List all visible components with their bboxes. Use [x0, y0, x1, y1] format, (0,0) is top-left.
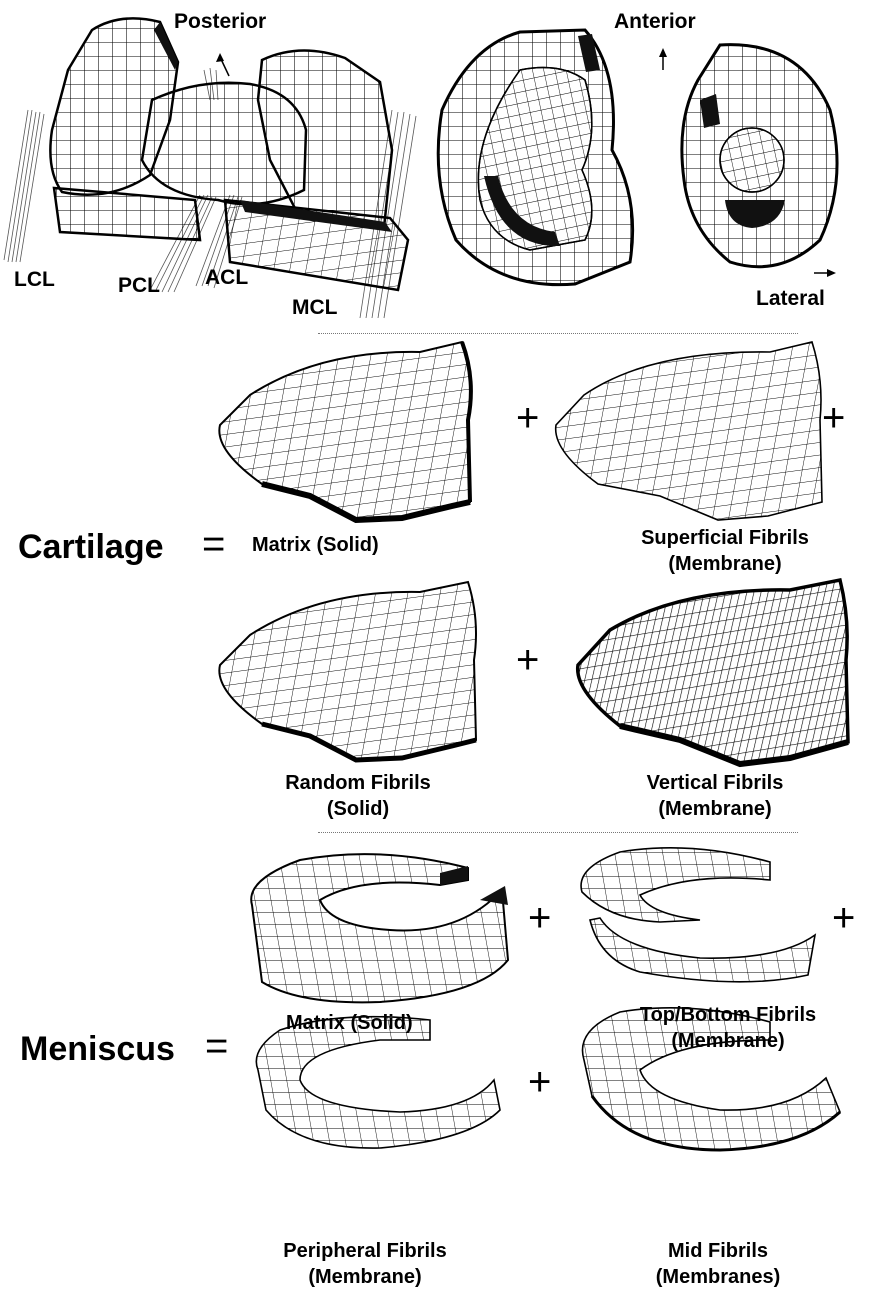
top-bottom-fibrils-line1: Top/Bottom Fibrils: [598, 1002, 858, 1028]
mid-fibrils-line1: Mid Fibrils: [598, 1238, 838, 1264]
superficial-fibrils-line2: (Membrane): [605, 551, 845, 577]
plus-sign: +: [516, 398, 539, 438]
mid-fibrils-line2: (Membranes): [598, 1264, 838, 1290]
mid-fibrils-label: Mid Fibrils (Membranes): [598, 1238, 838, 1290]
vertical-fibrils-line2: (Membrane): [595, 796, 835, 822]
plus-sign: +: [832, 898, 855, 938]
separator-top: [318, 333, 798, 334]
top-bottom-fibrils-label: Top/Bottom Fibrils (Membrane): [598, 1002, 858, 1054]
peripheral-fibrils-line1: Peripheral Fibrils: [240, 1238, 490, 1264]
random-fibrils-label: Random Fibrils (Solid): [238, 770, 478, 822]
mcl-label: MCL: [292, 296, 338, 320]
superficial-fibrils-line1: Superficial Fibrils: [605, 525, 845, 551]
posterior-label: Posterior: [174, 10, 266, 34]
cartilage-title: Cartilage: [18, 528, 164, 566]
meniscus-matrix-label: Matrix (Solid): [286, 1010, 413, 1036]
plus-sign: +: [516, 640, 539, 680]
cartilage-matrix-label: Matrix (Solid): [252, 532, 379, 558]
acl-label: ACL: [205, 266, 248, 290]
peripheral-fibrils-label: Peripheral Fibrils (Membrane): [240, 1238, 490, 1290]
random-fibrils-line2: (Solid): [238, 796, 478, 822]
vertical-fibrils-label: Vertical Fibrils (Membrane): [595, 770, 835, 822]
meniscus-meshes: [251, 848, 840, 1150]
menisci-top-view: [438, 30, 837, 285]
meniscus-equals: =: [205, 1026, 228, 1066]
random-fibrils-line1: Random Fibrils: [238, 770, 478, 796]
plus-sign: +: [528, 898, 551, 938]
plus-sign: +: [528, 1062, 551, 1102]
peripheral-fibrils-line2: (Membrane): [240, 1264, 490, 1290]
lcl-label: LCL: [14, 268, 55, 292]
superficial-fibrils-label: Superficial Fibrils (Membrane): [605, 525, 845, 577]
top-bottom-fibrils-line2: (Membrane): [598, 1028, 858, 1054]
meniscus-title: Meniscus: [20, 1030, 175, 1068]
lateral-label: Lateral: [756, 287, 825, 311]
pcl-label: PCL: [118, 274, 160, 298]
anterior-label: Anterior: [614, 10, 696, 34]
plus-sign: +: [822, 398, 845, 438]
cartilage-equals: =: [202, 524, 225, 564]
separator-bottom: [318, 832, 798, 833]
vertical-fibrils-line1: Vertical Fibrils: [595, 770, 835, 796]
